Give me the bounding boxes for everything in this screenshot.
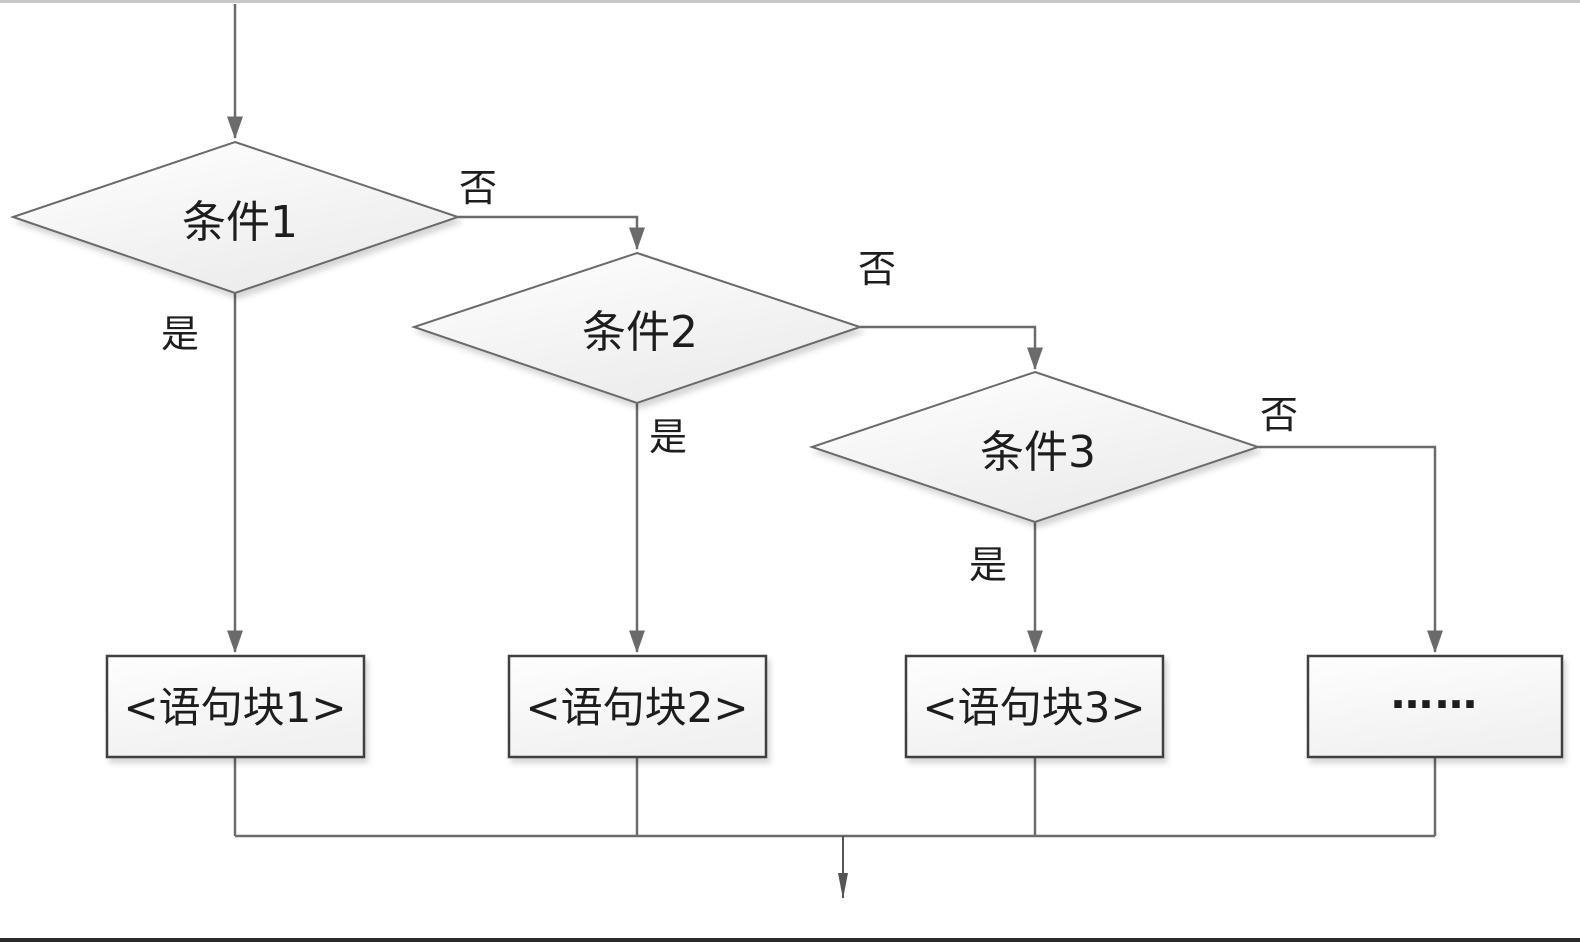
condition2-diamond (410, 251, 864, 405)
block3-box (904, 654, 1165, 759)
condition2-no-connector (860, 325, 1044, 370)
condition1-no-connector (458, 215, 646, 250)
condition3-no-connector (1258, 445, 1444, 653)
condition1-diamond (9, 140, 462, 295)
condition3-yes-label: 是 (969, 543, 1007, 587)
condition3-diamond (808, 370, 1262, 524)
bottom-rule (0, 938, 1580, 942)
block1-box (105, 654, 366, 759)
condition2-no-label: 否 (858, 247, 896, 291)
condition1-no-label: 否 (459, 166, 497, 210)
condition2-yes-label: 是 (649, 415, 687, 459)
ellipsis-box (1306, 654, 1564, 759)
block3-label: <语句块3> (922, 683, 1145, 732)
condition2-label: 条件2 (582, 307, 698, 358)
top-edge-strip (0, 0, 1580, 3)
ellipsis-label: …… (1391, 669, 1479, 718)
condition3-no-label: 否 (1260, 393, 1298, 437)
condition1-yes-label: 是 (161, 312, 199, 356)
decision-diamonds (9, 140, 1262, 524)
condition3-label: 条件3 (980, 427, 1096, 478)
condition1-label: 条件1 (182, 197, 298, 248)
block2-label: <语句块2> (525, 683, 748, 732)
block1-label: <语句块1> (123, 683, 346, 732)
statement-boxes (105, 654, 1564, 759)
connectors (227, 4, 1444, 838)
block2-box (507, 654, 768, 759)
labels: 条件1 条件2 条件3 是 是 是 否 否 否 <语句块1> <语句块2> <语… (123, 166, 1479, 732)
